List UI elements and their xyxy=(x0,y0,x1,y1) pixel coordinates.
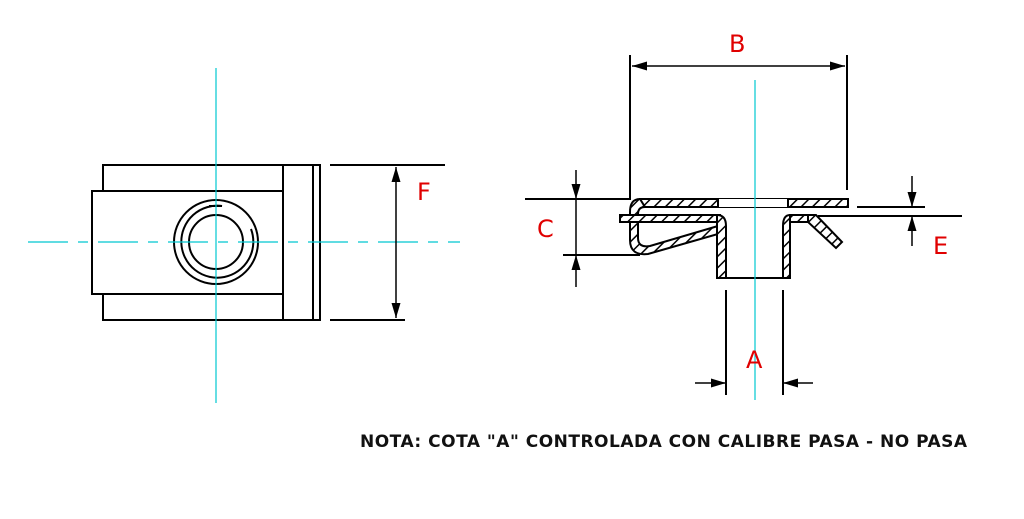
sleeve-left-wall xyxy=(716,213,727,279)
dimension-e xyxy=(818,176,962,246)
right-flange xyxy=(807,214,844,250)
dim-e-label: E xyxy=(933,232,948,260)
dimension-a xyxy=(695,290,813,395)
sleeve-right-wall xyxy=(782,213,791,279)
dim-a-label: A xyxy=(746,346,763,374)
dimension-c xyxy=(525,170,640,287)
dimension-b xyxy=(629,55,848,200)
dim-b-label: B xyxy=(729,30,745,58)
lower-plate xyxy=(619,214,721,223)
dimension-f xyxy=(330,164,445,321)
top-view-centerlines xyxy=(28,68,460,403)
drawing-note: NOTA: COTA "A" CONTROLADA CON CALIBRE PA… xyxy=(360,432,968,452)
thread-spiral xyxy=(180,204,255,279)
dim-f-label: F xyxy=(417,178,431,206)
section-view xyxy=(619,197,849,279)
dim-c-label: C xyxy=(537,215,554,243)
